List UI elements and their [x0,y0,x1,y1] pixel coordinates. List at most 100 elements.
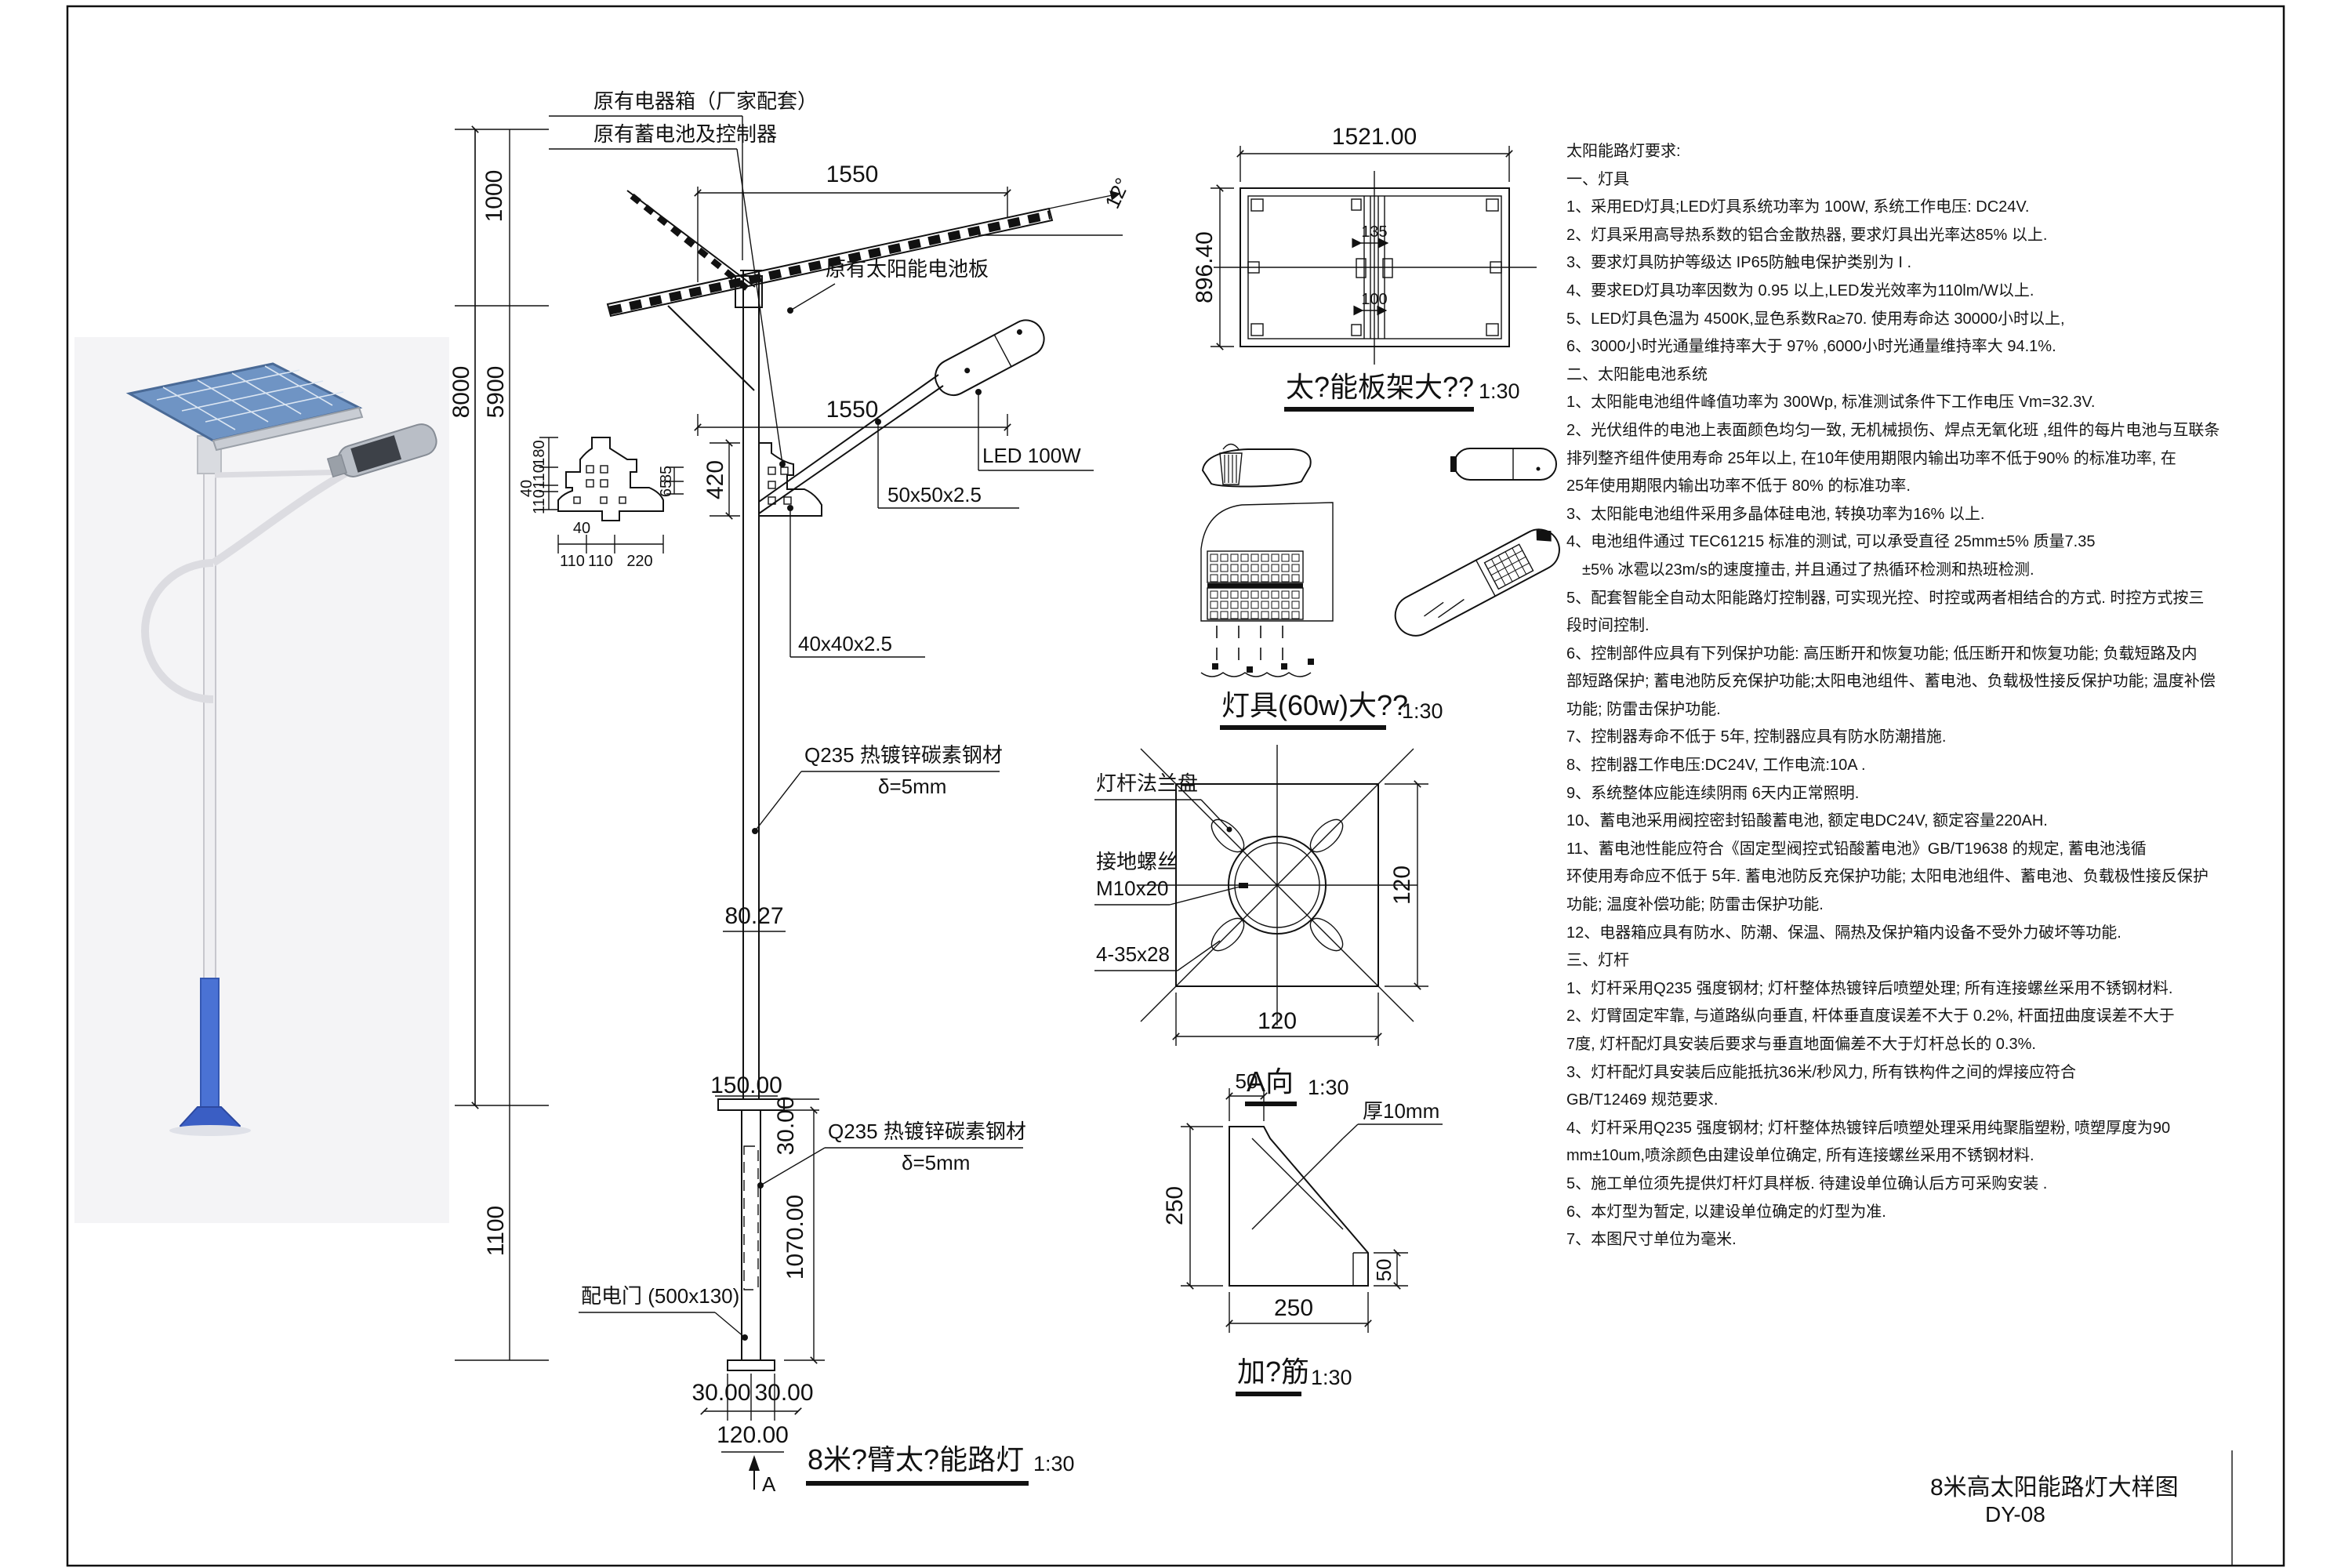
line-shape [1504,551,1520,579]
line-shape [626,190,756,288]
rect-shape [1210,564,1218,572]
line-shape [1487,550,1523,570]
path-shape [1200,502,1334,622]
rect-shape [1210,590,1218,599]
rect-shape [1230,564,1239,572]
elevation-title-scale: 1:30 [1033,1452,1075,1475]
note-line-23: 8、控制器工作电压:DC24V, 工作电流:10A . [1566,757,1866,775]
label-arm-tube: 50x50x2.5 [887,483,982,506]
note-line-18: 段时间控制. [1566,617,1650,635]
rect-shape [1291,590,1300,599]
gusset-dim-right: 50 [1372,1259,1396,1282]
photo-base-shadow [169,1125,251,1136]
line-shape [1497,555,1513,583]
line-shape [993,334,1012,367]
rect-shape [1261,601,1269,609]
line-shape [162,387,236,430]
rect-shape [1351,324,1362,336]
rect-shape [573,496,581,504]
label-delta-upper: δ=5mm [878,775,946,798]
rect-shape [1486,323,1499,336]
rect-shape [727,1359,775,1371]
rect-shape [1382,258,1393,278]
flange-title: A向 [1247,1065,1294,1098]
circle-shape [1226,826,1232,833]
door-dashed-outline [743,1145,759,1290]
polygon-shape [749,1455,760,1471]
dim-panel-angle: 12° [1100,174,1134,212]
rect-shape [1239,883,1248,888]
flange-plan: 灯杆法兰盘 接地螺丝 M10x20 4-35x28 120 120 A向 1:3… [1094,745,1428,1106]
label-bracket-tube: 40x40x2.5 [798,632,892,655]
rect-shape [1247,261,1260,274]
note-line-10: 1、太阳能电池组件峰值功率为 300Wp, 标准测试条件下工作电压 Vm=32.… [1566,394,2096,412]
rect-shape [1261,590,1269,599]
panel-dim-100: 100 [1361,291,1387,308]
circle-shape [1016,329,1022,336]
note-line-33: 7度, 灯杆配灯具安装后要求与垂直地面偏差不大于灯杆总长的 0.3%. [1566,1036,2036,1053]
note-line-27: 环使用寿命应不低于 5年. 蓄电池防反充保护功能; 太阳电池组件、蓄电池、负载极… [1566,868,2209,886]
note-line-6: 4、要求ED灯具功率因数为 0.95 以上,LED发光效率为110lm/W以上. [1566,281,2034,299]
gusset-drawing: 厚10mm 50 250 250 50 加?筋 1:30 [1162,1069,1443,1396]
rect-shape [350,435,402,473]
line-shape [714,1312,746,1338]
circle-shape [1536,466,1541,471]
rect-shape [783,496,792,505]
path-shape [759,442,822,517]
line-shape [1342,1123,1359,1139]
rect-shape [1490,261,1502,274]
label-flange-plate: 灯杆法兰盘 [1096,771,1198,795]
sheet-border [66,5,2285,1567]
note-line-35: GB/T12469 规范要求. [1566,1091,1719,1109]
drawing-number: DY-08 [1985,1502,2045,1526]
rect-shape [1220,590,1229,599]
elevation-pole [717,270,785,1371]
ellipse-shape [1309,818,1344,853]
note-line-36: 4、灯杆采用Q235 强度钢材; 灯杆整体热镀锌后喷塑处理采用纯聚脂塑粉, 喷塑… [1566,1119,2171,1137]
rect-shape [1210,601,1218,609]
rect-shape [1212,663,1218,670]
label-solar-panel: 原有太阳能电池板 [826,257,989,281]
lamp-detail-views: 灯具(60w)大?? 1:30 [1200,443,1560,730]
photo-pole [203,432,216,982]
line-shape [1424,601,1444,617]
panel-dim-width: 1521.00 [1332,124,1417,150]
rect-shape [1351,198,1362,211]
gusset-dim-bottom: 250 [1274,1295,1313,1321]
note-line-29: 12、电器箱应具有防水、防潮、保温、隔热及保护箱内设备不受外力破坏等功能. [1566,924,2122,942]
circle-shape [779,461,786,467]
detail-dim-110b: 110 [531,489,548,514]
gusset-scale: 1:30 [1311,1366,1352,1389]
dim-120: 120.00 [717,1422,789,1448]
polygon-shape [735,275,763,308]
rect-shape [1230,590,1239,599]
note-line-25: 10、蓄电池采用阀控密封铅酸蓄电池, 额定电DC24V, 额定容量220AH. [1566,812,2048,830]
flange-scale: 1:30 [1308,1076,1349,1099]
elevation-bottom-dims: 30.00 30.00 120.00 A [691,1374,814,1496]
circle-shape [1234,842,1320,928]
detail-dim-b220: 220 [626,553,652,570]
rect-shape [1261,564,1269,572]
rect-shape [1207,550,1304,583]
rect-shape [1220,601,1229,609]
lamp-view-tilted [1394,528,1560,637]
g-shape [1487,547,1530,586]
rect-shape [1281,611,1290,619]
rect-shape [1240,611,1249,619]
path-shape [557,437,664,521]
rect-shape [1250,601,1259,609]
dim-8027-group: 80.27 [723,903,786,932]
photo-panel-edge [212,406,364,452]
rect-shape [1291,554,1300,562]
gusset-title: 加?筋 [1237,1356,1309,1388]
rect-shape [1281,601,1290,609]
line-shape [1177,940,1221,971]
elevation-title-text: 8米?臂太?能路灯 [808,1443,1024,1475]
rect-shape [1250,554,1259,562]
note-line-21: 功能; 防雷击保护功能. [1566,700,1721,718]
rect-shape [1210,611,1218,619]
photo-panel-grid [156,365,344,430]
label-q235-upper: Q235 热镀锌碳素钢材 [804,743,1003,767]
line-shape [1169,885,1243,906]
